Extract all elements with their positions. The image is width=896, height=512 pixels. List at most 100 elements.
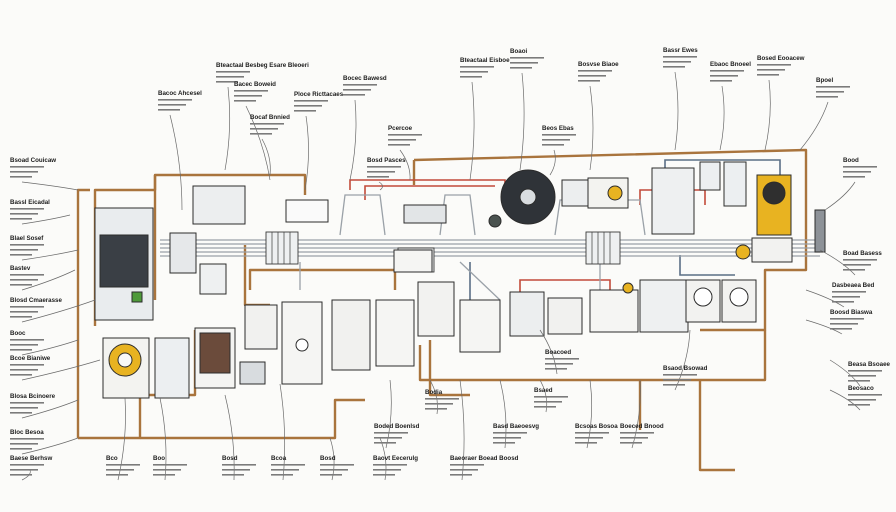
- callout-description-line: [848, 375, 876, 377]
- callout-description-line: [10, 213, 38, 215]
- callout-description-line: [848, 399, 876, 401]
- callout-description-line: [10, 316, 32, 318]
- callout-description-line: [320, 469, 348, 471]
- callout-description-line: [10, 254, 32, 256]
- callout-description-line: [10, 402, 44, 404]
- callout-description-line: [510, 57, 544, 59]
- callout-t16: Bpoel: [816, 77, 850, 98]
- wire-left-loop: [76, 188, 90, 438]
- callout-title: Boeced Bnood: [620, 423, 664, 430]
- leader-line: [399, 149, 411, 181]
- callout-description-line: [848, 404, 870, 406]
- callout-title: Bloc Besoa: [10, 429, 44, 436]
- callout-description-line: [10, 274, 44, 276]
- conduit-line: [299, 261, 601, 301]
- callout-description-line: [663, 379, 691, 381]
- callout-description-line: [234, 100, 256, 102]
- callout-description-line: [374, 442, 396, 444]
- leader-line: [21, 214, 71, 225]
- callout-l2: Bassl Eicadal: [10, 199, 50, 220]
- leader-line: [224, 394, 235, 481]
- panel-card-2: [509, 291, 545, 337]
- callout-r5: Beasa Bsoaee: [848, 361, 891, 382]
- clamp: [265, 231, 299, 265]
- callout-description-line: [10, 249, 38, 251]
- callout-m1: Boacoed: [545, 349, 579, 370]
- mid-panel: [393, 249, 433, 273]
- leader-line: [824, 181, 856, 211]
- callout-description-line: [250, 128, 278, 130]
- busbar-block: [403, 204, 447, 224]
- leader-line: [21, 269, 76, 291]
- leader-line: [539, 329, 558, 375]
- callout-description-line: [10, 171, 38, 173]
- callout-description-line: [10, 166, 44, 168]
- callout-description-line: [816, 91, 844, 93]
- callout-description-line: [710, 75, 738, 77]
- callout-description-line: [843, 176, 865, 178]
- box-mid: [639, 279, 689, 333]
- control-unit: [192, 185, 246, 225]
- wire-bottom-main: [418, 330, 767, 382]
- callout-m8: Bsaod Bsowad: [663, 365, 708, 386]
- callout-r4: Boosd Biaswa: [830, 309, 873, 330]
- leader-line: [549, 149, 556, 176]
- callout-title: Bocaf Bnnied: [250, 114, 290, 121]
- callout-description-line: [10, 407, 38, 409]
- box-large: [589, 289, 639, 333]
- leader-line: [21, 339, 79, 356]
- callout-description-line: [663, 384, 685, 386]
- callout-description-line: [545, 358, 579, 360]
- callout-description-line: [425, 398, 459, 400]
- callout-description-line: [620, 442, 642, 444]
- callout-title: Bcoe Bianiwe: [10, 355, 51, 362]
- main-panel-indicator: [131, 291, 143, 303]
- leader-line: [21, 359, 101, 381]
- callout-description-line: [534, 401, 562, 403]
- rib: [591, 232, 611, 264]
- callout-title: Bcoa: [271, 455, 287, 462]
- rib: [271, 232, 291, 264]
- callout-description-line: [271, 464, 305, 466]
- callout-description-line: [510, 62, 538, 64]
- callout-description-line: [10, 208, 44, 210]
- callout-title: Bosd: [320, 455, 336, 462]
- callout-title: Beasa Bsoaee: [848, 361, 891, 368]
- callout-title: Bcsoas Bosoa: [575, 423, 618, 430]
- callout-description-line: [832, 296, 860, 298]
- leader-line: [21, 399, 79, 419]
- conduit-bundle: [160, 194, 820, 301]
- callout-description-line: [388, 134, 422, 136]
- callout-description-line: [542, 144, 564, 146]
- callout-title: Boacoed: [545, 349, 571, 356]
- wire-red-1: [349, 179, 506, 200]
- leader-line: [117, 397, 126, 481]
- callout-description-line: [367, 176, 389, 178]
- leader-line: [21, 181, 79, 191]
- callout-l7: Bcoe Bianiwe: [10, 355, 51, 376]
- terminal-block: [285, 199, 329, 223]
- leader-line: [224, 86, 231, 171]
- components: [94, 161, 826, 399]
- callout-description-line: [832, 301, 854, 303]
- callout-description-line: [757, 64, 791, 66]
- callout-description-line: [374, 432, 408, 434]
- callout-description-line: [10, 244, 44, 246]
- leader-line: [719, 85, 725, 151]
- callout-description-line: [10, 349, 32, 351]
- callout-title: Bteactaal Besbeg Esare Bleoeri: [216, 62, 309, 69]
- callout-description-line: [493, 432, 527, 434]
- callout-description-line: [271, 474, 293, 476]
- callout-title: Bastev: [10, 265, 31, 272]
- leader-line: [379, 437, 387, 481]
- callout-description-line: [10, 176, 32, 178]
- callout-l1: Bsoad Couicaw: [10, 157, 56, 178]
- callout-t6: Bocec Bawesd: [343, 75, 387, 96]
- callout-description-line: [158, 99, 192, 101]
- gauge-2: [729, 287, 749, 307]
- leader-line: [819, 249, 856, 276]
- callout-description-line: [830, 323, 858, 325]
- callout-description-line: [620, 437, 648, 439]
- callout-l4: Bastev: [10, 265, 44, 286]
- callout-description-line: [10, 339, 44, 341]
